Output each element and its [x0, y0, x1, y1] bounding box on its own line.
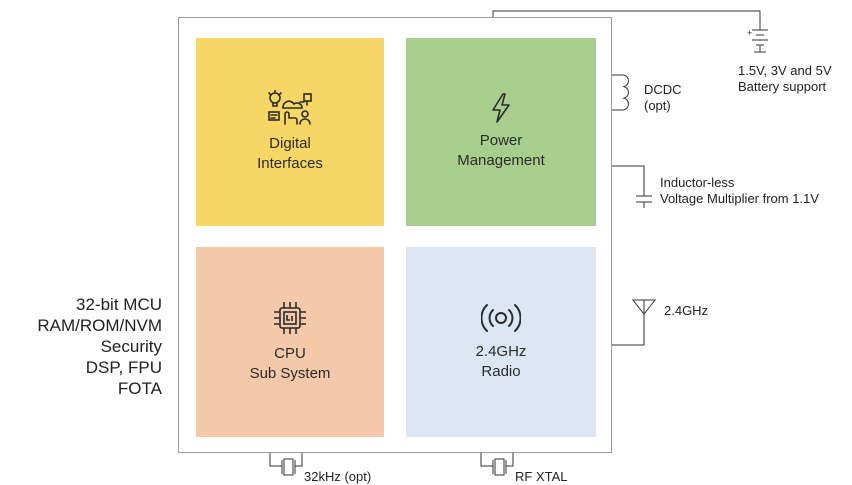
mcu-feature-item: FOTA	[117, 379, 162, 398]
power-management-label-line2: Management	[457, 152, 545, 169]
dcdc-label: DCDC (opt)	[644, 82, 682, 113]
capacitor-icon	[636, 195, 652, 208]
cpu-label-line1: CPU	[274, 345, 306, 362]
digital-interfaces-icon	[268, 90, 312, 125]
xtal-32k-wire	[269, 453, 303, 467]
digital-interfaces-label-line1: Digital	[269, 135, 311, 152]
dcdc-wire	[612, 74, 624, 111]
wireless-signal-icon	[481, 304, 521, 332]
antenna-icon	[631, 299, 657, 315]
cpu-label-line2: Sub System	[249, 365, 331, 382]
xtal-rf-wire	[480, 453, 514, 467]
mcu-feature-item: Security	[100, 337, 162, 356]
cpu-sub-system-block: CPU Sub System	[196, 247, 384, 437]
xtal-32k-label: 32kHz (opt)	[304, 469, 372, 484]
voltage-multiplier-label: Inductor-less Voltage Multiplier from 1.…	[660, 175, 819, 206]
antenna-wire	[612, 304, 645, 346]
power-management-block: Power Management	[406, 38, 596, 226]
digital-interfaces-block: Digital Interfaces	[196, 38, 384, 226]
mcu-feature-item: RAM/ROM/NVM	[37, 316, 162, 335]
battery-icon	[752, 29, 768, 53]
processor-chip-icon	[274, 302, 306, 334]
radio-block: 2.4GHz Radio	[406, 247, 596, 437]
mcu-feature-list: 32-bit MCU RAM/ROM/NVM Security DSP, FPU…	[37, 294, 162, 399]
antenna-label: 2.4GHz	[664, 303, 709, 318]
xtal-32k-icon	[283, 458, 294, 476]
rf-xtal-label: RF XTAL	[515, 469, 568, 484]
lightning-bolt-icon	[492, 93, 510, 123]
svg-text:+: +	[747, 28, 752, 38]
mcu-feature-item: DSP, FPU	[85, 358, 162, 377]
mcu-feature-item: 32-bit MCU	[76, 295, 162, 314]
radio-label-line2: Radio	[481, 363, 521, 380]
xtal-rf-icon	[494, 458, 505, 476]
battery-label: 1.5V, 3V and 5V Battery support	[738, 63, 832, 94]
radio-label-line1: 2.4GHz	[475, 343, 527, 360]
battery-wire	[492, 10, 761, 30]
digital-interfaces-label-line2: Interfaces	[257, 155, 323, 172]
capacitor-wire	[612, 165, 645, 196]
inductor-icon	[622, 74, 629, 111]
power-management-label-line1: Power	[479, 132, 523, 149]
